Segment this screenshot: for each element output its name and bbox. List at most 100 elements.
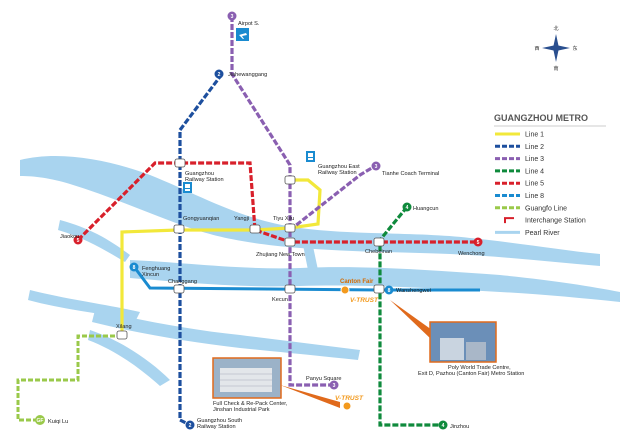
line-4-track [378, 205, 440, 427]
badge-kuiqi: GF [37, 418, 44, 424]
legend-item: Line 3 [495, 156, 544, 163]
line-2-track [178, 73, 224, 427]
poly-callout-pointer [390, 300, 432, 340]
canton-fair-marker[interactable] [340, 285, 350, 295]
line-3-track [230, 16, 332, 387]
airport-icon [236, 28, 249, 41]
badge-fenghuang: 8 [133, 265, 136, 271]
station-gz-south-1: Guangzhou South [197, 418, 242, 424]
station-panyu-square: Panyu Square [306, 376, 341, 382]
badge-wansheng: 8 [388, 288, 391, 294]
station-fenghuang-1: Fenghuang [142, 266, 170, 272]
station-jinzhou: Jinzhou [450, 424, 469, 430]
station-gongyuanqian: Gongyuanqian [183, 216, 219, 222]
interchange-xilang[interactable] [116, 330, 128, 340]
legend-item: Guangfo Line [495, 205, 567, 212]
compass-north: 北 [553, 25, 558, 32]
legend-label: Line 8 [525, 193, 544, 200]
train-icon-east [306, 151, 315, 162]
pearl-river [20, 155, 620, 386]
compass-south: 南 [553, 65, 558, 72]
interchange-kecun[interactable] [284, 284, 296, 294]
station-tianhe-coach: Tianhe Coach Terminal [382, 171, 439, 177]
station-guangzhou-rs-2: Railway Station [185, 177, 224, 183]
jinshan-marker[interactable] [342, 401, 352, 411]
vtrust-logo-2: V-TRUST [335, 395, 364, 402]
badge-airport: 3 [231, 14, 234, 20]
legend-label: Line 4 [525, 168, 544, 175]
station-labels: Airpot S. Jiahewanggang Guangzhou Railwa… [48, 21, 485, 430]
station-wenchong: Wenchong [458, 251, 485, 257]
interchange-symbol [504, 217, 514, 224]
legend-item: Line 1 [495, 132, 544, 139]
line-8-track [133, 267, 480, 292]
train-icon [183, 182, 192, 193]
legend-label: Pearl River [525, 230, 560, 237]
legend-label: Line 5 [525, 181, 544, 188]
badge-jiahe: 2 [218, 72, 221, 78]
badge-panyu: 3 [333, 383, 336, 389]
badge-jinzhou: 4 [442, 423, 445, 429]
legend-item: Interchange Station [504, 217, 586, 225]
interchange-tiyu-xilu[interactable] [284, 223, 296, 233]
interchange-changgang[interactable] [173, 284, 185, 294]
interchange-chebeinan[interactable] [373, 237, 385, 247]
interchange-yangji[interactable] [249, 224, 261, 234]
station-jiahewanggang: Jiahewanggang [228, 72, 267, 78]
station-tiyu-xilu: Tiyu Xilu [273, 216, 294, 222]
station-kecun: Kecun [272, 297, 288, 303]
badge-huangcun: 4 [406, 205, 409, 211]
compass-icon: 北 南 东 西 [534, 25, 577, 72]
legend-label: Line 1 [525, 132, 544, 139]
station-changgang: Changgang [168, 279, 197, 285]
badge-gzsouth: 2 [189, 423, 192, 429]
interchange-wanshengwei[interactable] [373, 284, 385, 294]
station-airport-s: Airpot S. [238, 21, 260, 27]
station-kuiqi-lu: Kuiqi Lu [48, 419, 68, 425]
legend-item: Pearl River [495, 230, 560, 237]
poly-caption-2: Exit D, Pazhou (Canton Fair) Metro Stati… [418, 371, 524, 377]
legend-item: Line 8 [495, 193, 544, 200]
legend-title: GUANGZHOU METRO [494, 113, 588, 123]
line-3-branch-track [289, 164, 376, 232]
station-fenghuang-2: Xincun [142, 272, 159, 278]
legend-label: Line 2 [525, 144, 544, 151]
station-jiaokou: Jiaokou [60, 234, 79, 240]
station-huangcun: Huangcun [413, 206, 439, 212]
poly-caption-1: Poly World Trade Centre, [448, 365, 511, 371]
interchange-stations [116, 158, 385, 340]
interchange-guangzhou-rs[interactable] [174, 158, 186, 168]
badge-tianhe: 3 [375, 164, 378, 170]
badge-wenchong: 5 [477, 240, 480, 246]
legend-label: Interchange Station [525, 218, 586, 225]
legend-label: Guangfo Line [525, 205, 567, 212]
station-chebeinan: Chebeinan [365, 249, 392, 255]
station-zhujiang: Zhujiang New Town [256, 252, 305, 258]
legend-label: Line 3 [525, 156, 544, 163]
jinshan-caption-1: Full Check & Re-Pack Center, [213, 401, 288, 407]
interchange-gongyuanqian[interactable] [173, 224, 185, 234]
legend-item: Line 2 [495, 144, 544, 151]
badge-jiaokou: 5 [77, 238, 80, 244]
legend-item: Line 4 [495, 168, 544, 175]
jinshan-callout-pointer [280, 385, 340, 408]
station-canton-fair: Canton Fair [340, 279, 374, 285]
interchange-zhujiang[interactable] [284, 237, 296, 247]
station-xilang: Xilang [116, 324, 132, 330]
jinshan-caption-2: Jinshan Industrial Park [213, 407, 270, 413]
line-5-track [76, 161, 478, 244]
station-yangji: Yangji [234, 216, 249, 222]
station-gz-east-1: Guangzhou East [318, 164, 360, 170]
station-wanshengwei: Wanshengwei [396, 288, 431, 294]
guangfo-line-track [16, 334, 122, 422]
station-guangzhou-rs-1: Guangzhou [185, 171, 214, 177]
compass-west: 西 [534, 46, 539, 52]
vtrust-logo-1: V-TRUST [350, 297, 379, 304]
interchange-guangzhou-east[interactable] [284, 175, 296, 185]
legend: GUANGZHOU METRO Line 1 Line 2 Line 3 Line 4… [494, 113, 606, 237]
compass-east: 东 [572, 45, 577, 52]
legend-item: Line 5 [495, 181, 544, 188]
line-badges: 3 2 3 4 5 5 8 8 3 GF 2 4 [35, 11, 483, 430]
station-gz-east-2: Railway Station [318, 170, 357, 176]
